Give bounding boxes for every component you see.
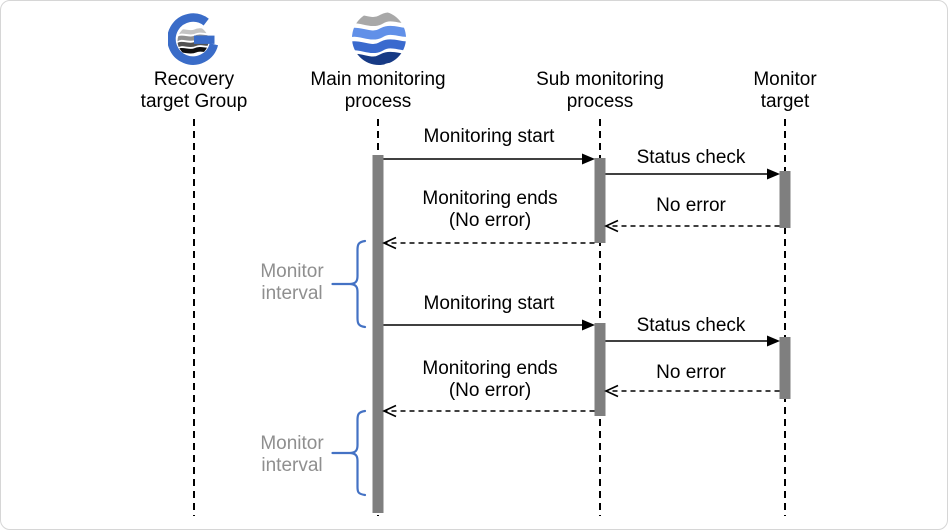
- message-label-monitoring-ends-2-line2: (No error): [448, 380, 532, 401]
- monitor-interval-brace-2: [331, 409, 367, 497]
- message-arrow-monitoring-start-1: [383, 153, 595, 165]
- message-arrow-no-error-1: [604, 219, 780, 233]
- message-label-monitoring-ends-2: Monitoring ends: [422, 358, 558, 379]
- message-label-status-check-1: Status check: [636, 147, 746, 168]
- activation-bar-sub-2: [594, 323, 606, 416]
- lifeline-header-monitor-target: Monitor target: [753, 69, 816, 113]
- monitor-interval-label-2-line2: interval: [261, 455, 323, 476]
- lifeline-header-sub-monitoring-process: Sub monitoring process: [536, 69, 664, 113]
- monitor-interval-label-1-line2: interval: [261, 283, 323, 304]
- message-label-monitoring-ends-1-line2: (No error): [448, 210, 532, 231]
- header-line: Monitor: [753, 69, 817, 90]
- monitor-interval-label-1: Monitor: [260, 261, 324, 282]
- header-line: target: [760, 91, 810, 112]
- header-line: Recovery: [153, 69, 235, 90]
- message-arrow-monitoring-ends-2: [382, 404, 595, 418]
- activation-bar-target-2: [779, 337, 791, 399]
- message-arrow-monitoring-ends-1: [382, 236, 595, 250]
- activation-bars: [372, 155, 791, 513]
- waves-globe-icon: [352, 12, 406, 65]
- message-label-monitoring-start-1: Monitoring start: [423, 126, 555, 147]
- activation-bar-main: [372, 155, 384, 513]
- header-line: Sub monitoring: [536, 69, 664, 90]
- message-arrow-no-error-2: [604, 384, 780, 398]
- activation-bar-target-1: [779, 171, 791, 228]
- message-arrow-status-check-2: [605, 335, 780, 347]
- message-label-monitoring-start-2: Monitoring start: [423, 293, 555, 314]
- header-line: target Group: [140, 91, 248, 112]
- message-label-monitoring-ends-1: Monitoring ends: [422, 188, 558, 209]
- message-arrow-status-check-1: [605, 168, 780, 180]
- lifeline-header-main-monitoring-process: Main monitoring process: [310, 69, 445, 113]
- message-label-status-check-2: Status check: [636, 315, 746, 336]
- monitor-interval-label-2: Monitor: [260, 433, 324, 454]
- header-line: Main monitoring: [310, 69, 446, 90]
- lifeline-header-recovery-target-group: Recovery target Group: [141, 69, 248, 113]
- monitor-interval-brace-1: [331, 239, 367, 329]
- message-label-no-error-1: No error: [656, 195, 726, 216]
- message-arrow-monitoring-start-2: [383, 319, 595, 331]
- message-label-no-error-2: No error: [656, 362, 726, 383]
- header-line: process: [566, 91, 634, 112]
- group-globe-icon: [168, 13, 219, 65]
- activation-bar-sub-1: [594, 158, 606, 243]
- header-line: process: [344, 91, 412, 112]
